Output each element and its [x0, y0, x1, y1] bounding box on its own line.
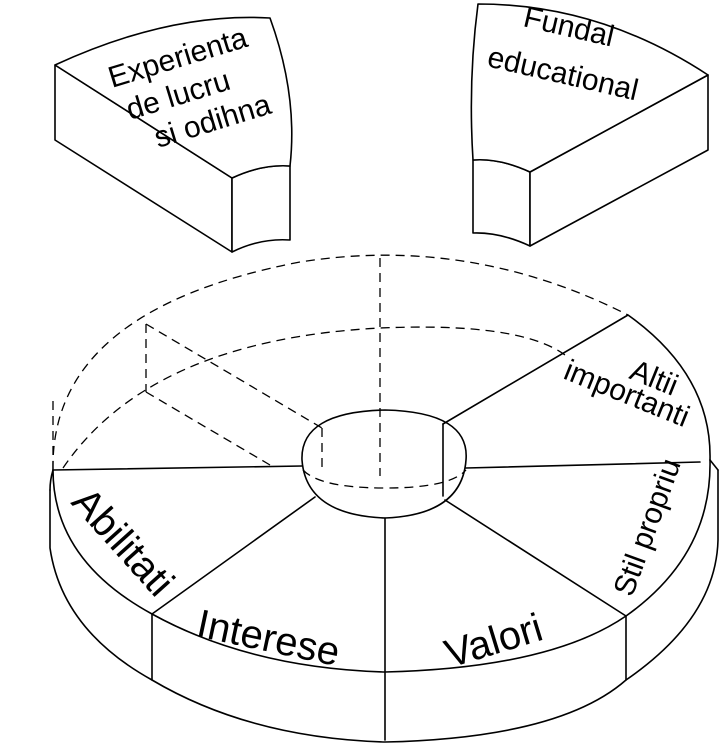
- label-stil-propriu: Stil propriu: [608, 454, 688, 600]
- label-abilitati: Abilitati: [63, 480, 182, 605]
- label-valori: Valori: [440, 605, 548, 676]
- label-interese: Interese: [193, 602, 344, 675]
- wheel: [49, 254, 719, 743]
- wedge-fundal: [470, 3, 709, 247]
- wedge-experienta: [54, 16, 293, 253]
